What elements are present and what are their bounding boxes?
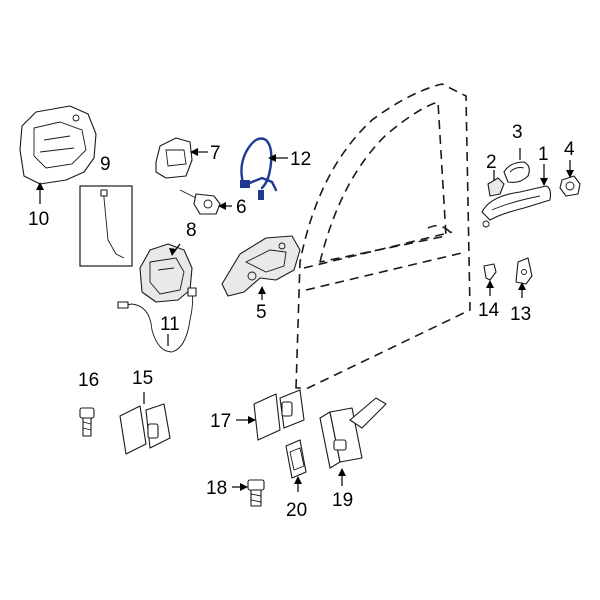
part-11-cable [117, 287, 197, 353]
part-10-inner-panel [19, 105, 97, 185]
part-5-latch [221, 235, 301, 297]
part-15-hinge [119, 403, 171, 455]
callout-6: 6 [236, 197, 247, 218]
part-2-gasket [487, 177, 505, 197]
callout-11: 11 [160, 314, 180, 335]
callout-15: 15 [132, 368, 153, 389]
part-8-lock-module [139, 243, 193, 303]
callout-4: 4 [564, 139, 575, 160]
part-4-cylinder-cap [559, 175, 581, 197]
part-7-bracket [155, 137, 193, 179]
part-20-bracket [285, 439, 307, 479]
callout-19: 19 [332, 490, 353, 511]
part-18-bolt [247, 479, 265, 507]
callout-14: 14 [478, 300, 500, 321]
callout-12: 12 [290, 149, 311, 170]
part-17-hinge [253, 389, 305, 441]
callout-9: 9 [100, 154, 111, 175]
callout-5: 5 [256, 302, 267, 323]
part-9-inset-box [79, 185, 133, 267]
callout-1: 1 [538, 144, 549, 165]
callout-17: 17 [210, 411, 231, 432]
callout-16: 16 [78, 370, 99, 391]
part-12-cable [240, 137, 278, 200]
callout-20: 20 [286, 500, 307, 521]
part-6-actuator [179, 189, 221, 215]
part-3-handle-cover [503, 161, 530, 183]
front-door-outline [295, 83, 471, 389]
callout-3: 3 [512, 122, 523, 143]
part-16-bolt [79, 407, 95, 437]
part-9-rod [100, 189, 125, 259]
callout-10: 10 [28, 209, 49, 230]
callout-13: 13 [510, 304, 531, 325]
callout-7: 7 [210, 143, 221, 164]
part-13-bracket [515, 257, 533, 285]
part-1-outside-handle [481, 185, 552, 228]
part-19-door-check [319, 397, 387, 469]
callout-2: 2 [486, 152, 497, 173]
callout-8: 8 [186, 220, 197, 241]
callout-18: 18 [206, 478, 227, 499]
part-14-clip [483, 263, 497, 281]
